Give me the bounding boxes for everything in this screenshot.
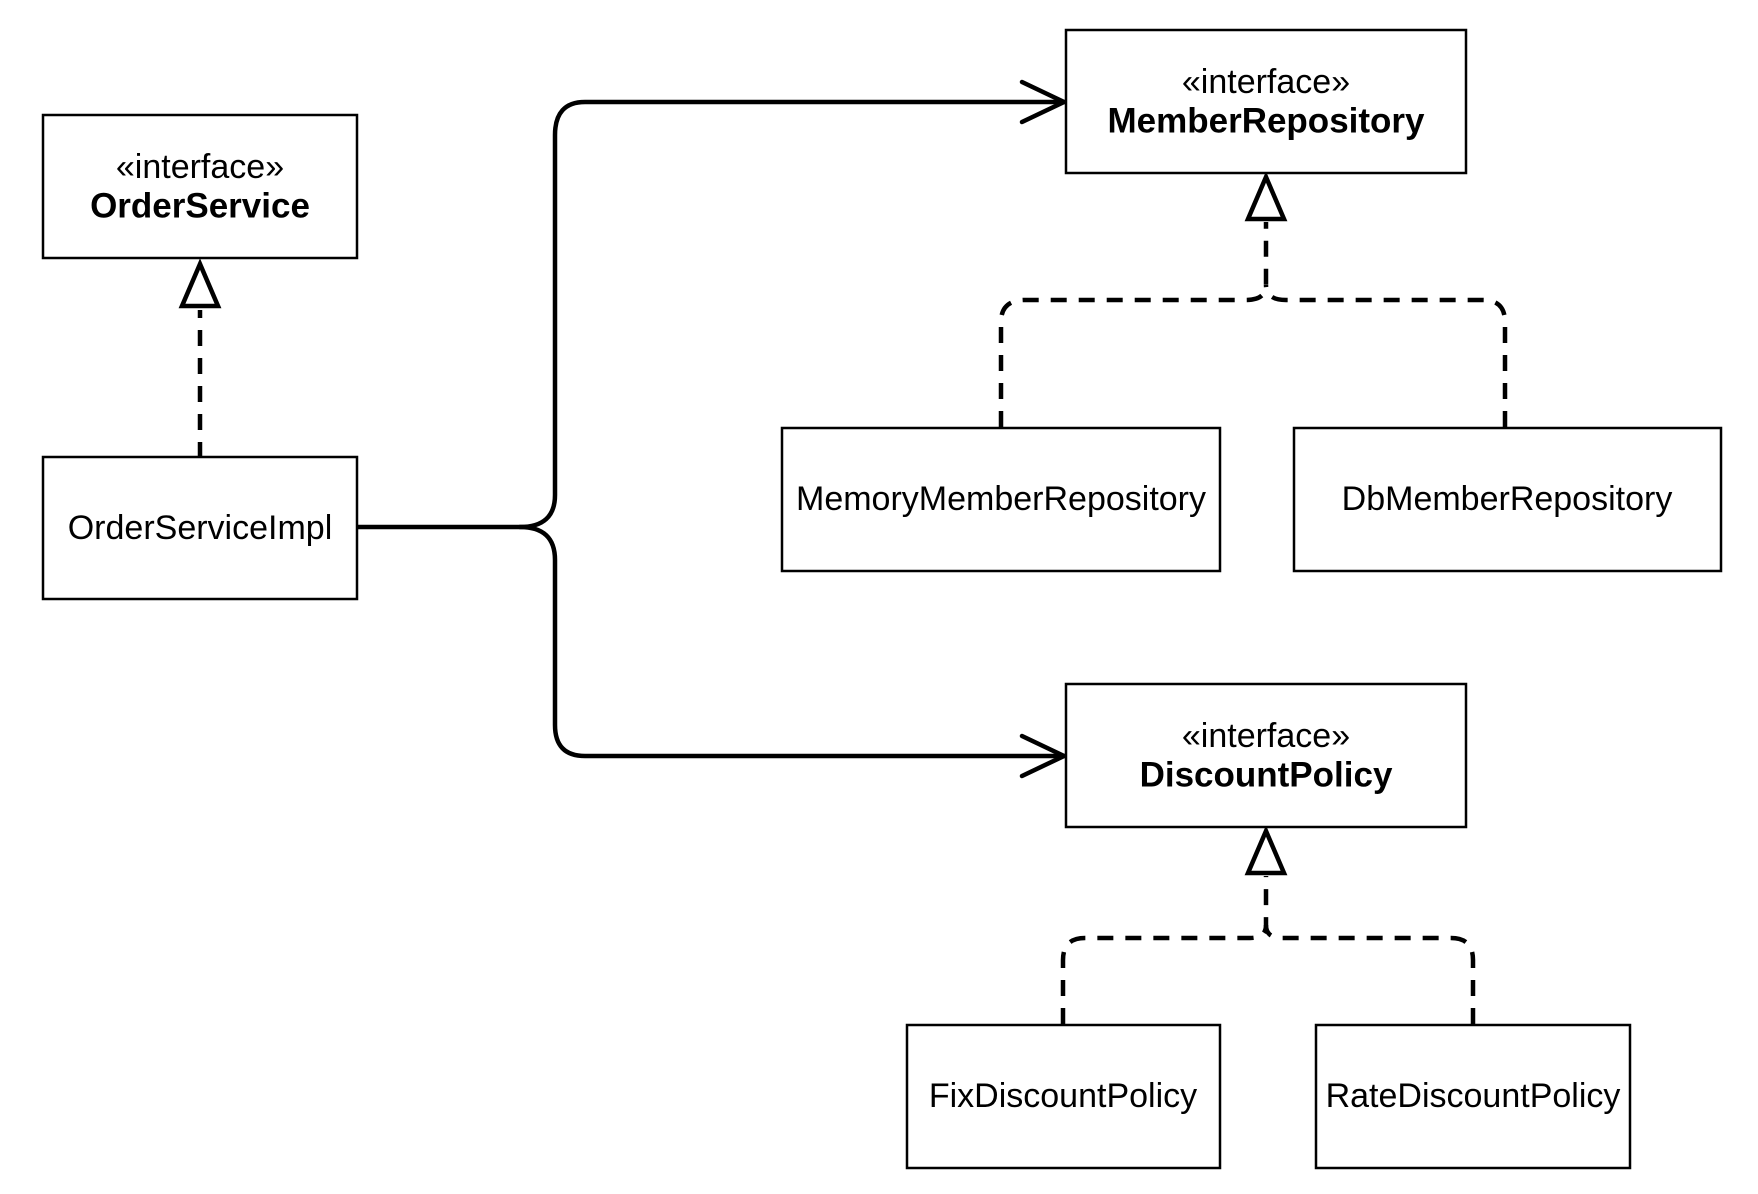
class-orderservice[interactable]: «interface» OrderService (41, 113, 359, 260)
class-ratediscountpolicy[interactable]: RateDiscountPolicy (1314, 1023, 1632, 1170)
edge-orderserviceimpl-realizes-orderservice (178, 258, 222, 458)
class-dbmemberrepository[interactable]: DbMemberRepository (1292, 426, 1723, 573)
class-memorymemberrepository[interactable]: MemoryMemberRepository (780, 426, 1222, 573)
stereotype-label: «interface» (116, 148, 284, 186)
realization-arrowhead (1244, 825, 1288, 876)
realization-arrowhead (178, 258, 222, 309)
class-memberrepository[interactable]: «interface» MemberRepository (1064, 28, 1468, 175)
class-name: OrderService (90, 186, 310, 225)
dependency-arrowhead (1019, 79, 1070, 125)
edge-memberrepository-implementations (998, 171, 1508, 427)
class-orderserviceimpl[interactable]: OrderServiceImpl (41, 455, 359, 601)
class-fixdiscountpolicy[interactable]: FixDiscountPolicy (905, 1023, 1222, 1170)
class-name: RateDiscountPolicy (1326, 1077, 1621, 1115)
class-discountpolicy[interactable]: «interface» DiscountPolicy (1064, 682, 1468, 829)
stereotype-label: «interface» (1182, 63, 1350, 101)
dependency-arrowhead (1019, 733, 1070, 779)
realization-arrowhead (1244, 171, 1288, 222)
edge-orderserviceimpl-depends-on-discountpolicy (517, 524, 1070, 779)
class-name: MemoryMemberRepository (796, 480, 1206, 518)
class-name: FixDiscountPolicy (929, 1077, 1197, 1115)
class-name: DbMemberRepository (1342, 480, 1673, 518)
stereotype-label: «interface» (1182, 717, 1350, 755)
class-name: DiscountPolicy (1140, 755, 1393, 794)
class-name: MemberRepository (1107, 101, 1425, 140)
edge-orderserviceimpl-depends-on-memberrepository (355, 79, 1070, 530)
class-name: OrderServiceImpl (68, 509, 333, 547)
edge-discountpolicy-implementations (1060, 825, 1476, 1024)
